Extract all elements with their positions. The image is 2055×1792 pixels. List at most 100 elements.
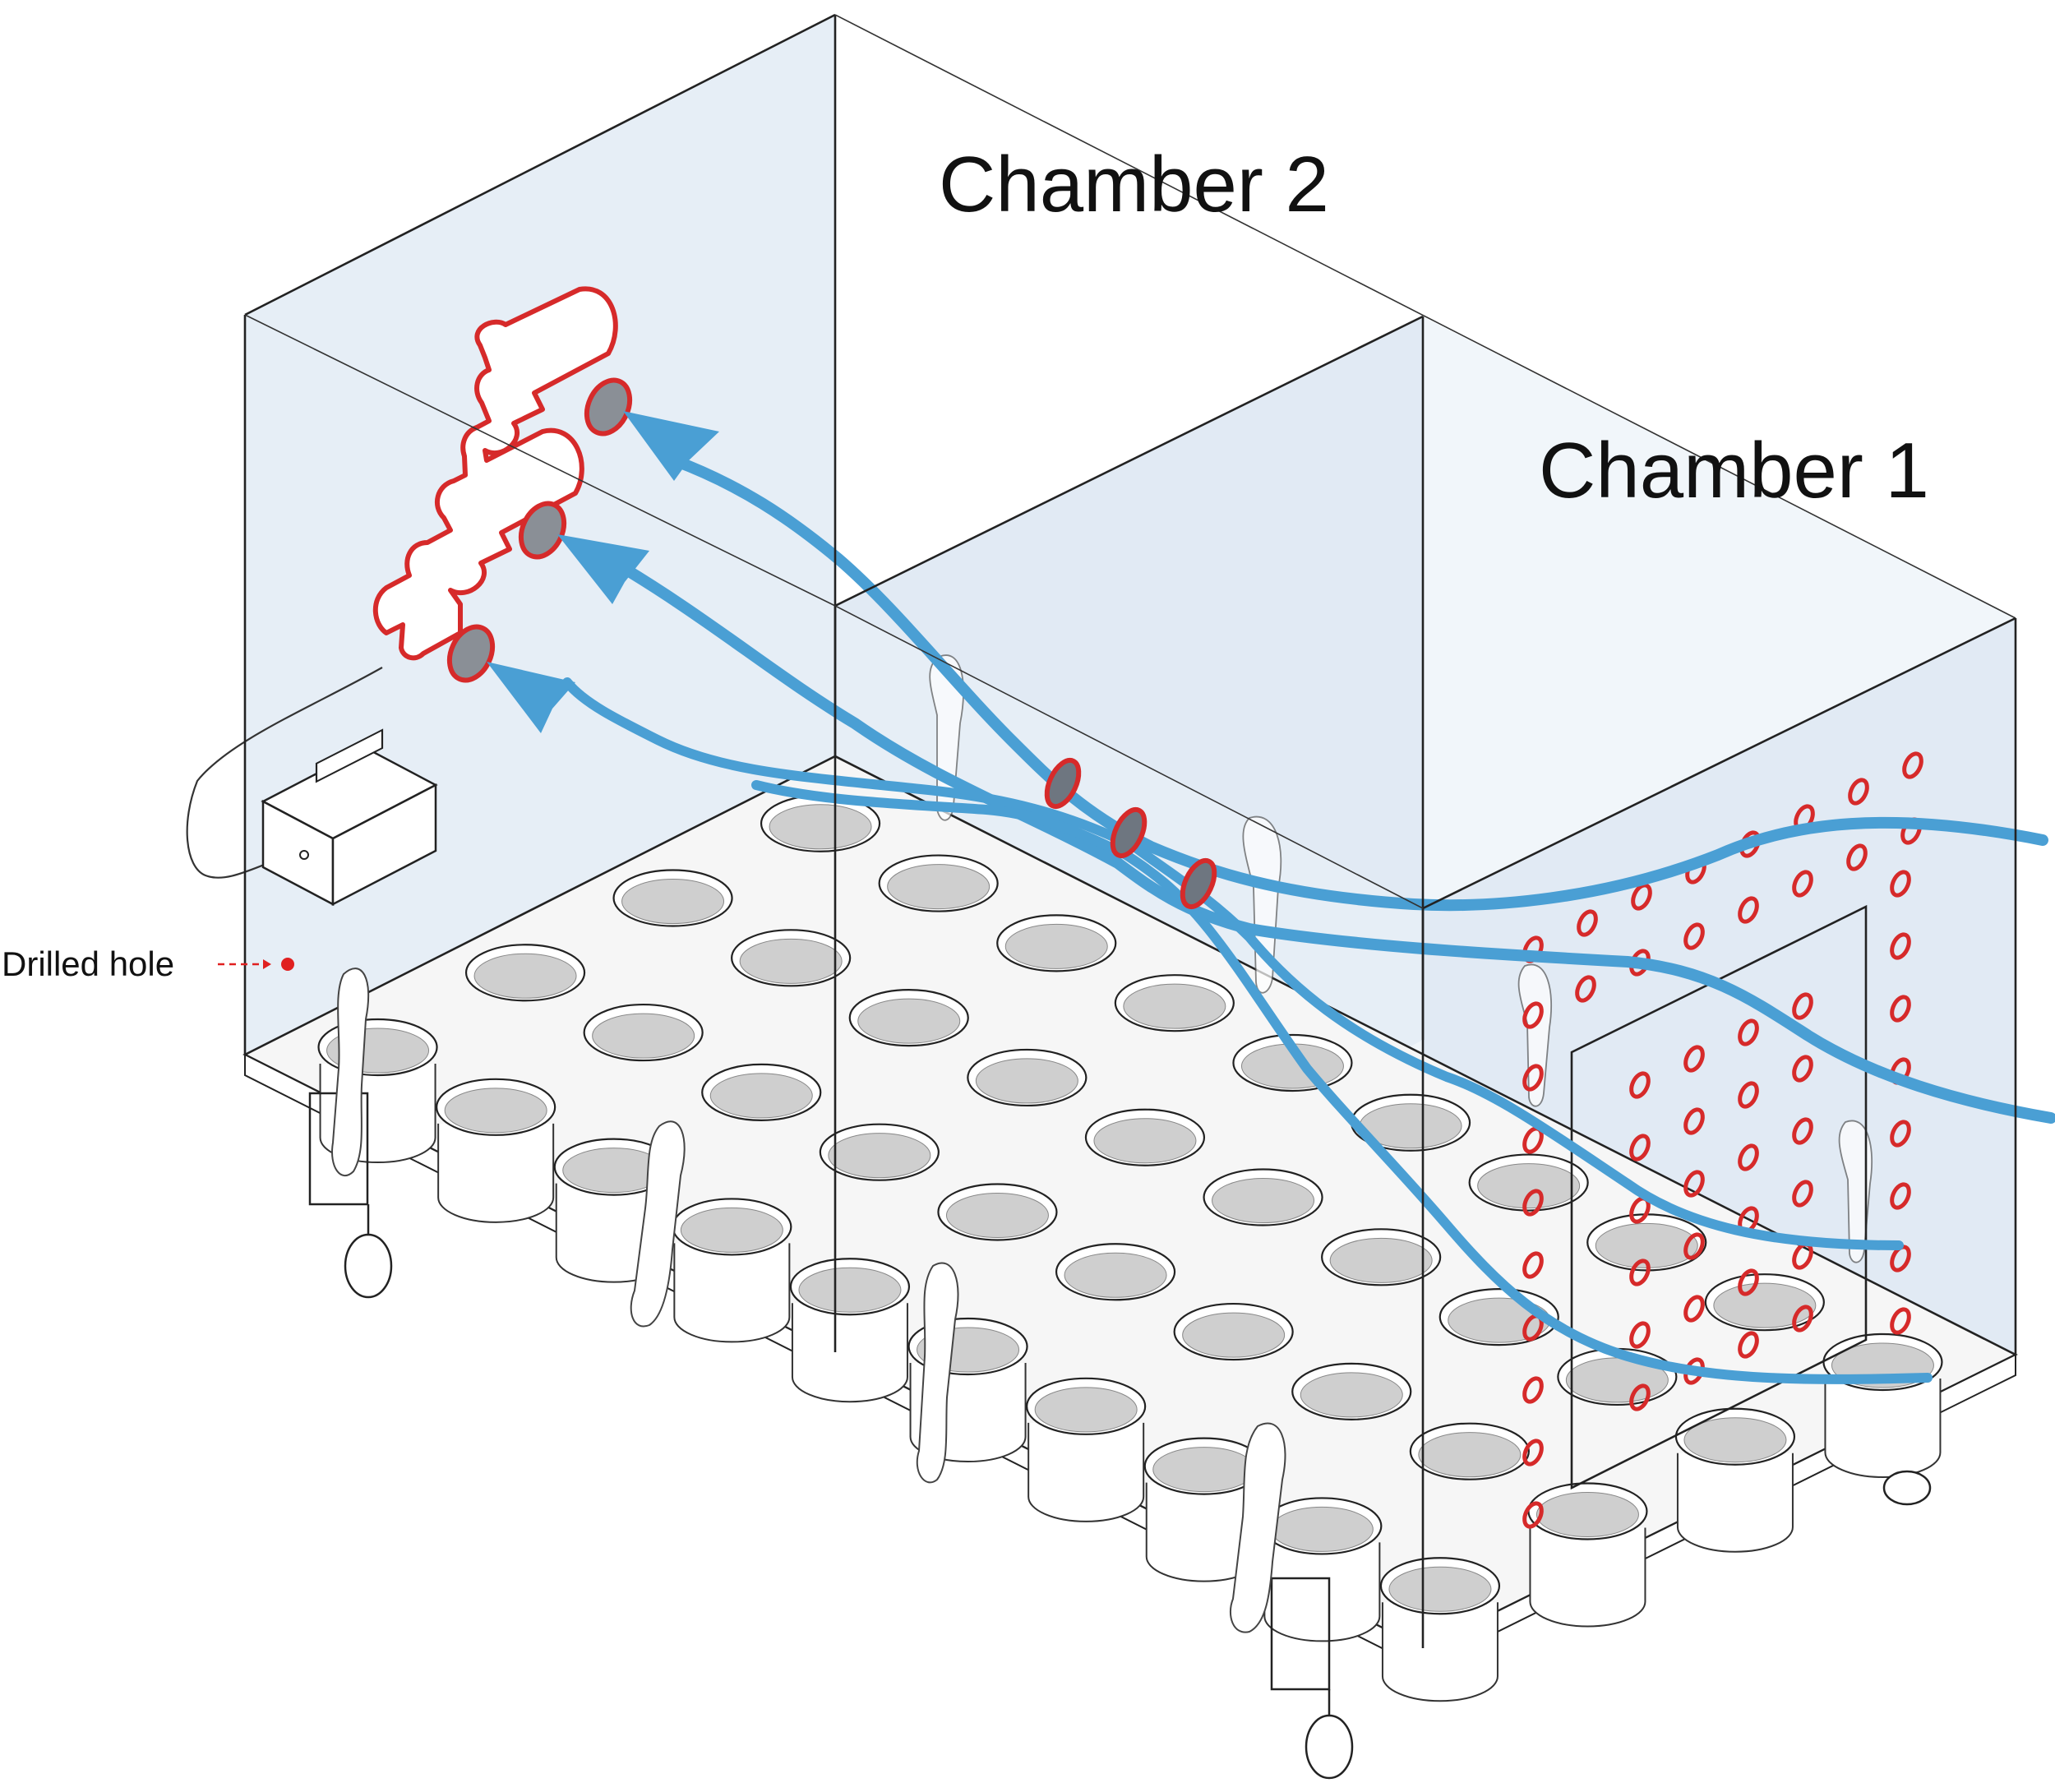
airflow-stream — [1121, 850, 1933, 1384]
glove-port-icon — [1229, 1422, 1286, 1633]
perforation — [1522, 1189, 1544, 1217]
pot-cylinders — [319, 1064, 1942, 1702]
perforation — [1792, 870, 1813, 898]
perforation — [1890, 1245, 1911, 1272]
wheel-icon — [1305, 1689, 1354, 1780]
perforation — [1738, 896, 1759, 924]
perforation — [1629, 1259, 1651, 1286]
pot-hole — [1026, 1377, 1147, 1435]
pot-hole — [1379, 1557, 1501, 1615]
divider-opening — [1110, 806, 1148, 859]
control-box-icon — [186, 667, 438, 907]
perforation — [1683, 1107, 1705, 1135]
pot-hole — [1704, 1273, 1825, 1332]
pot-hole — [878, 854, 999, 912]
pot-hole — [1527, 1482, 1648, 1540]
perforation — [1522, 1376, 1544, 1404]
pot-hole — [996, 914, 1117, 972]
perforation — [1890, 870, 1911, 898]
airflow-stream — [751, 780, 1131, 860]
cart-frame — [308, 1092, 1932, 1780]
pot-hole — [1262, 1497, 1383, 1555]
pot-hole — [672, 1198, 792, 1256]
wheel-icon — [344, 1204, 393, 1299]
perforation — [1629, 1321, 1651, 1349]
drilled-hole-arrowhead — [263, 959, 271, 969]
perforations — [1522, 751, 1923, 1529]
pot-hole — [789, 1258, 911, 1316]
perforation — [1792, 1117, 1813, 1145]
perforation — [1522, 1064, 1544, 1092]
pot-hole — [1084, 1108, 1206, 1166]
pot-hole — [553, 1138, 674, 1196]
divider-opening — [1180, 857, 1217, 910]
pot-hole — [1409, 1422, 1530, 1480]
perforation — [1792, 992, 1813, 1020]
airflow-stream — [603, 553, 2055, 1124]
cart-bracket-right — [1270, 1577, 1331, 1691]
perforation — [1631, 883, 1652, 911]
perforation — [1792, 1305, 1813, 1332]
pot-hole — [967, 1048, 1088, 1107]
pot-icon — [437, 1123, 555, 1223]
fan-outlet-icon — [446, 624, 496, 683]
chamber-1-label: Chamber 1 — [1539, 427, 1929, 515]
perforation — [1522, 1251, 1544, 1279]
pot-hole — [1114, 974, 1235, 1032]
pot-icon — [1824, 1378, 1942, 1478]
perforation — [1848, 778, 1869, 806]
pot-hole — [1232, 1033, 1353, 1092]
pot-hole — [1468, 1153, 1589, 1212]
pot-hole — [701, 1063, 822, 1121]
perforation — [1890, 995, 1911, 1023]
drilled-hole-label: Drilled hole — [2, 944, 174, 983]
perforation — [1577, 909, 1598, 937]
pot-hole — [1674, 1407, 1796, 1466]
glove-port-icon — [630, 1120, 686, 1328]
perforation — [1738, 1018, 1759, 1046]
pot-hole — [848, 989, 969, 1047]
tray — [242, 755, 2018, 1702]
airflow-arrowhead — [623, 411, 719, 481]
airflow-arrowhead — [557, 534, 649, 604]
pot-icon — [791, 1303, 908, 1403]
perforation — [1890, 1182, 1911, 1210]
perforation — [1522, 1439, 1544, 1466]
pot-icon — [673, 1243, 791, 1343]
glove-port-icon — [916, 1262, 959, 1484]
perforation — [1902, 751, 1923, 779]
perforation — [1683, 1045, 1705, 1073]
pot-icon — [1529, 1527, 1646, 1628]
perforation — [1846, 843, 1868, 871]
pot-hole — [819, 1123, 940, 1181]
perforation — [1522, 1001, 1544, 1029]
perforation — [1629, 1071, 1651, 1099]
divider-opening — [1044, 757, 1082, 810]
perforation — [1890, 932, 1911, 960]
glove-port-icon — [1242, 815, 1282, 994]
pot-hole — [1055, 1243, 1176, 1301]
perforation — [1683, 1170, 1705, 1198]
door-frame — [1570, 904, 1868, 1490]
divider-openings — [1044, 757, 1217, 910]
frame-edges — [243, 13, 2017, 1648]
pot-hole — [317, 1018, 438, 1077]
glove-port-icon — [331, 968, 370, 1177]
chamber-2-label: Chamber 2 — [939, 141, 1329, 229]
perforation — [1792, 1055, 1813, 1083]
perforation — [1575, 975, 1596, 1003]
pot-icon — [1381, 1602, 1499, 1702]
drilled-hole-annotation: Drilled hole — [2, 944, 294, 983]
pot-hole — [1173, 1302, 1294, 1361]
perforation — [1792, 1180, 1813, 1208]
pot-hole — [1291, 1362, 1412, 1420]
pot-hole — [464, 944, 586, 1002]
fan-outlet-icon — [518, 501, 567, 560]
pot-hole — [1203, 1168, 1323, 1226]
airflow-arrowhead — [487, 662, 575, 733]
perforation — [1629, 1383, 1651, 1411]
perforation — [1683, 1295, 1705, 1323]
pot-hole — [583, 1003, 704, 1062]
pot-hole — [1586, 1213, 1707, 1272]
pot-hole — [1350, 1093, 1471, 1152]
